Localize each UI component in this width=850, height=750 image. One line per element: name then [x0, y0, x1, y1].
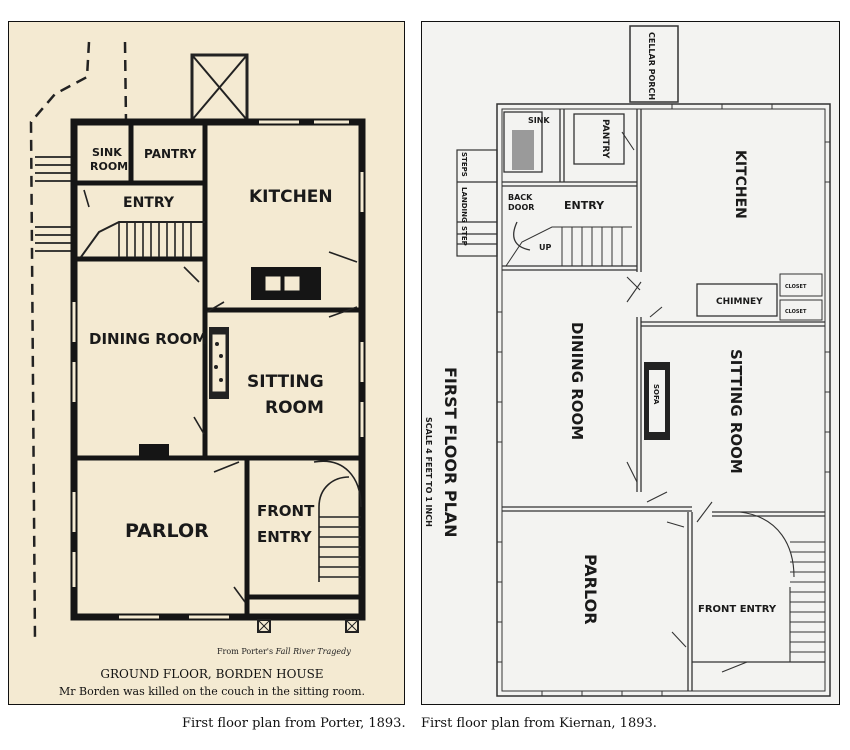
- porter-label-sink-1: SINK: [92, 146, 122, 159]
- porter-hearth: [139, 444, 169, 458]
- porter-label-dining: DINING ROOM: [89, 330, 207, 348]
- porter-label-parlor: PARLOR: [125, 520, 209, 542]
- kiernan-label-back-1: BACK: [508, 193, 533, 202]
- kiernan-back-steps: [456, 149, 498, 257]
- porter-door-swings: [83, 189, 358, 603]
- kiernan-sofa: [644, 362, 670, 440]
- kiernan-label-dining: DINING ROOM: [568, 322, 586, 440]
- porter-flue-b: [283, 275, 301, 292]
- kiernan-sink-box: [503, 111, 543, 173]
- porter-floor-plan: SINK ROOM PANTRY ENTRY KITCHEN DINING RO…: [29, 41, 366, 698]
- kiernan-label-parlor: PARLOR: [581, 554, 600, 625]
- porter-title: GROUND FLOOR, BORDEN HOUSE: [100, 667, 323, 681]
- porter-hatch-cross-b: [191, 54, 248, 121]
- kiernan-back-stair: [505, 221, 632, 267]
- porter-label-kitchen: KITCHEN: [249, 187, 333, 207]
- kiernan-pantry-box: [573, 113, 625, 165]
- kiernan-label-pantry: PANTRY: [600, 119, 610, 159]
- porter-windows: [72, 120, 364, 619]
- porter-property-line-right: [123, 41, 128, 123]
- kiernan-scale: SCALE 4 FEET TO 1 INCH: [424, 417, 433, 527]
- kiernan-label-step: STEP: [460, 226, 468, 246]
- porter-label-front-1: FRONT: [257, 502, 315, 520]
- kiernan-closet-a: [779, 273, 823, 297]
- kiernan-label-chimney: CHIMNEY: [716, 297, 763, 307]
- porter-front-stair: [313, 460, 362, 582]
- porter-label-sitting-1: SITTING: [247, 372, 324, 392]
- kiernan-chimney: [696, 283, 778, 317]
- kiernan-interior-walls: [502, 109, 825, 691]
- porter-interior-walls: [74, 122, 362, 617]
- kiernan-label-cellar-porch: CELLAR PORCH: [647, 32, 656, 100]
- porter-plan-panel: SINK ROOM PANTRY ENTRY KITCHEN DINING RO…: [8, 21, 405, 705]
- caption-porter: First floor plan from Porter, 1893.: [182, 716, 406, 731]
- kiernan-label-sofa: SOFA: [652, 384, 660, 405]
- kiernan-floor-plan: CELLAR PORCH STEPS L: [424, 25, 831, 697]
- porter-window-lines: [71, 119, 365, 620]
- kiernan-title: FIRST FLOOR PLAN: [441, 367, 460, 538]
- kiernan-label-closet-b: CLOSET: [785, 309, 807, 315]
- kiernan-cellar-porch: [629, 25, 679, 103]
- kiernan-label-steps: STEPS: [460, 152, 468, 177]
- kiernan-label-landing: LANDING: [460, 187, 468, 223]
- kiernan-closet-b: [779, 299, 823, 321]
- kiernan-label-up: UP: [539, 243, 551, 252]
- porter-back-stair: [80, 221, 205, 258]
- kiernan-label-sink: SINK: [528, 116, 550, 125]
- porter-flue-a: [264, 275, 282, 292]
- kiernan-front-stair: [739, 511, 825, 662]
- porter-label-entry: ENTRY: [123, 195, 175, 211]
- porter-credit: From Porter's Fall River Tragedy: [217, 647, 351, 656]
- kiernan-label-sitting: SITTING ROOM: [727, 349, 745, 474]
- porter-front-steps: [257, 619, 359, 633]
- kiernan-outer-walls: [496, 103, 831, 697]
- porter-label-pantry: PANTRY: [144, 147, 197, 161]
- porter-couch: [209, 327, 229, 399]
- porter-note: Mr Borden was killed on the couch in the…: [59, 685, 365, 698]
- porter-property-line-left: [29, 41, 91, 643]
- kiernan-sink-shading: [512, 130, 534, 170]
- kiernan-label-kitchen: KITCHEN: [732, 150, 748, 219]
- kiernan-label-back-2: DOOR: [508, 203, 534, 212]
- caption-kiernan: First floor plan from Kiernan, 1893.: [421, 716, 657, 731]
- kiernan-label-front-entry: FRONT ENTRY: [698, 604, 777, 615]
- porter-label-sink-2: ROOM: [90, 160, 128, 173]
- kiernan-door-swings: [621, 131, 748, 673]
- kiernan-plan-panel: CELLAR PORCH STEPS L: [421, 21, 840, 705]
- kiernan-label-closet-a: CLOSET: [785, 284, 807, 290]
- porter-back-steps: [35, 156, 73, 252]
- porter-label-sitting-2: ROOM: [265, 398, 324, 418]
- kiernan-windows: [497, 104, 830, 696]
- kiernan-label-entry: ENTRY: [564, 199, 605, 212]
- porter-label-front-2: ENTRY: [257, 528, 313, 546]
